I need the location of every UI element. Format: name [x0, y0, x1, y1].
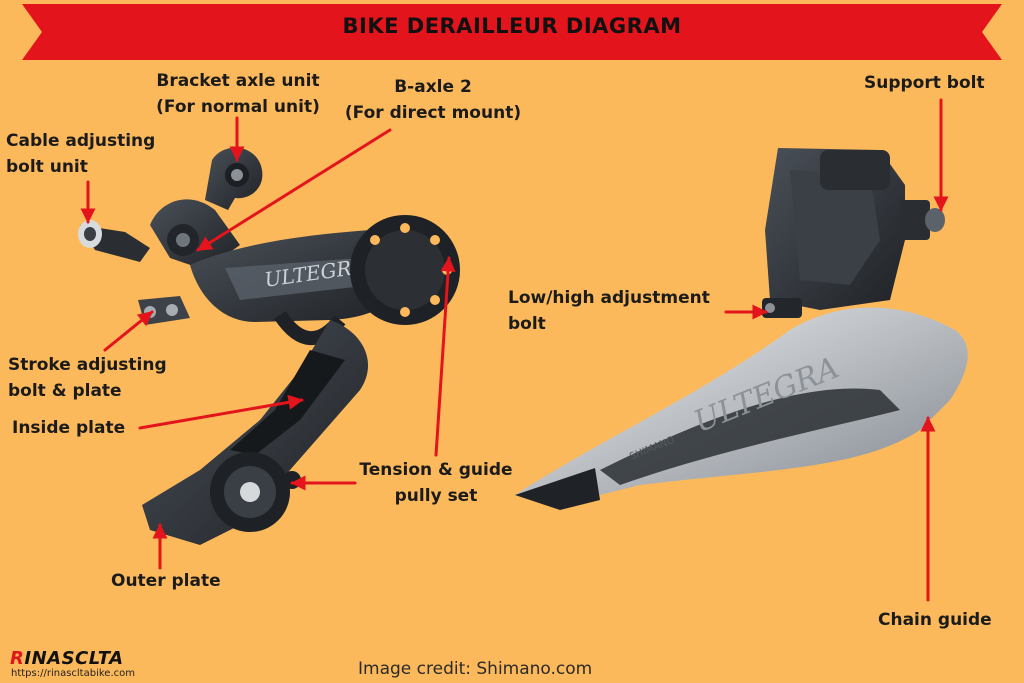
label-stroke-adjusting-line1: Stroke adjusting [8, 355, 167, 375]
label-b-axle-line1: B-axle 2 [394, 77, 472, 97]
label-outer-plate-text: Outer plate [111, 571, 221, 591]
brand-logo-rest: INASCLTA [24, 648, 124, 669]
label-cable-adjusting-line1: Cable adjusting [6, 131, 156, 151]
label-tension-guide-line2: pully set [394, 486, 478, 506]
label-bracket-axle-line1: Bracket axle unit [156, 71, 320, 91]
label-low-high-line2: bolt [508, 314, 546, 334]
diagram-title: BIKE DERAILLEUR DIAGRAM [342, 14, 682, 38]
label-low-high-adjustment-bolt: Low/high adjustment bolt [508, 285, 710, 337]
label-support-bolt: Support bolt [864, 70, 985, 96]
label-stroke-adjusting-bolt-plate: Stroke adjusting bolt & plate [8, 352, 167, 404]
label-cable-adjusting-bolt-unit: Cable adjusting bolt unit [6, 128, 155, 180]
image-credit: Image credit: Shimano.com [358, 659, 593, 679]
label-support-bolt-text: Support bolt [864, 73, 985, 93]
rear-derailleur-illustration: ULTEGRA [78, 147, 460, 545]
label-chain-guide-text: Chain guide [878, 610, 992, 630]
label-b-axle-line2: (For direct mount) [344, 103, 522, 123]
arrow-tension-guide-upper [434, 256, 456, 457]
arrow-b-axle [196, 128, 392, 252]
label-inside-plate: Inside plate [12, 415, 125, 441]
brand-logo: RINASCLTA [10, 648, 124, 669]
label-b-axle: B-axle 2 (For direct mount) [338, 74, 528, 126]
label-outer-plate: Outer plate [111, 568, 221, 594]
title-banner [22, 4, 1002, 60]
label-inside-plate-text: Inside plate [12, 418, 126, 438]
pointer-arrows [80, 98, 949, 602]
arrow-inside-plate [138, 394, 304, 430]
site-url[interactable]: https://rinascltabike.com [11, 668, 135, 679]
label-chain-guide: Chain guide [878, 607, 992, 633]
arrow-stroke-adjusting [103, 310, 154, 352]
label-bracket-axle-unit: Bracket axle unit (For normal unit) [148, 68, 328, 120]
label-stroke-adjusting-line2: bolt & plate [8, 381, 122, 401]
front-derailleur-illustration: ULTEGRA SHIMANO [515, 148, 968, 510]
label-tension-guide-line1: Tension & guide [359, 460, 513, 480]
label-bracket-axle-line2: (For normal unit) [156, 97, 320, 117]
label-tension-guide-pully-set: Tension & guide pully set [356, 457, 516, 509]
brand-logo-initial: R [10, 648, 25, 669]
label-low-high-line1: Low/high adjustment [508, 288, 710, 308]
label-cable-adjusting-line2: bolt unit [6, 157, 88, 177]
